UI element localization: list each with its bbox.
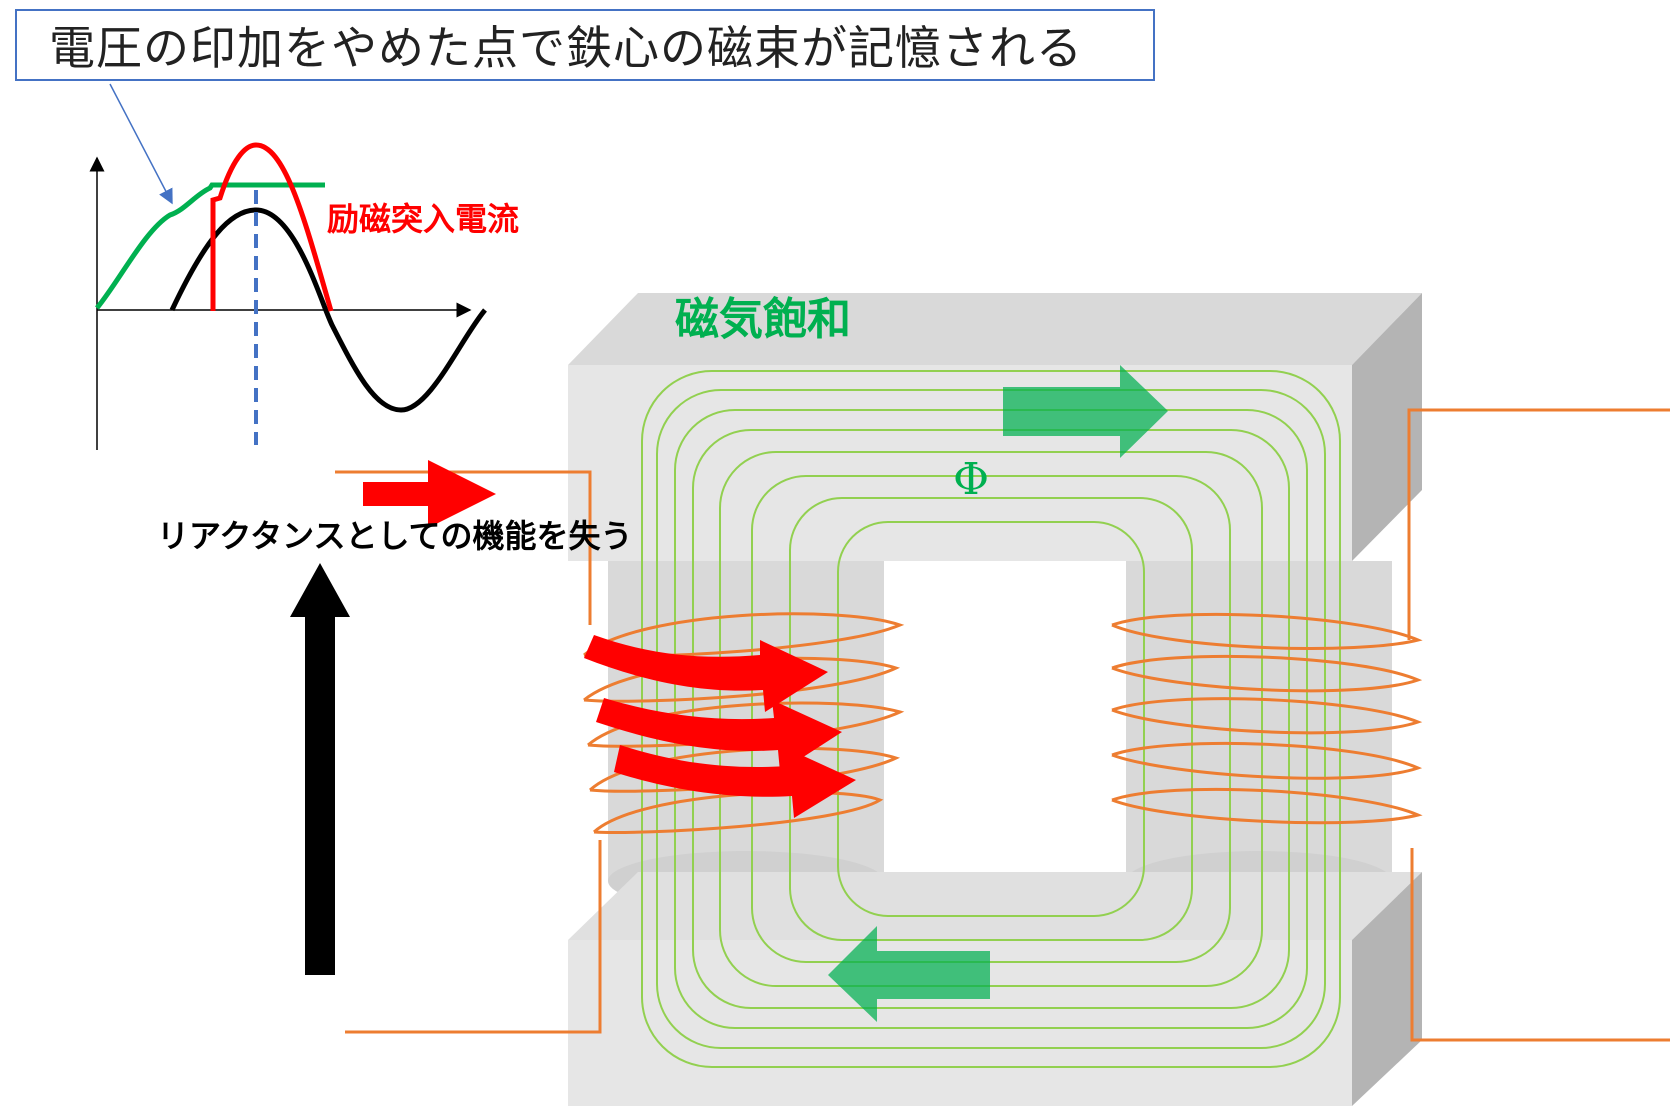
- current-swirl-arrow: [584, 635, 828, 712]
- secondary-lead-top: [1407, 408, 1670, 640]
- flux-symbol-label: Φ: [953, 454, 990, 505]
- top-yoke-side: [1352, 293, 1422, 561]
- coil-turn: [592, 790, 884, 835]
- core-window: [884, 561, 1126, 874]
- callout-box: 電圧の印加をやめた点で鉄心の磁束が記憶される: [15, 9, 1155, 81]
- voltage-sine-curve: [169, 207, 487, 413]
- reactance-loss-label: リアクタンスとしての機能を失う: [157, 517, 633, 555]
- bottom-yoke-side: [1352, 872, 1422, 1106]
- coil-turn: [1111, 787, 1423, 825]
- flux-arrow-right: [1003, 365, 1168, 458]
- current-swirl-arrow: [614, 745, 856, 818]
- inrush-current-arrows: [584, 635, 856, 818]
- primary-lead-bottom: [345, 840, 602, 1034]
- flux-arrow-left: [828, 926, 990, 1022]
- top-yoke-top-face: [568, 293, 1422, 365]
- coil-turn: [1111, 697, 1423, 735]
- reactance-up-arrow: [290, 563, 350, 975]
- current-swirl-arrow: [596, 698, 842, 772]
- waveform-graph: [89, 142, 487, 450]
- callout-pointer-line: [109, 83, 173, 205]
- secondary-coil: [1111, 408, 1670, 1042]
- current-direction-arrow: [363, 460, 496, 528]
- primary-lead-top: [335, 470, 592, 625]
- bottom-yoke-top-face: [568, 872, 1422, 940]
- coil-turn: [1111, 612, 1423, 650]
- flux-curve: [95, 182, 325, 310]
- coil-turn: [1111, 741, 1423, 780]
- secondary-lead-bottom: [1410, 848, 1670, 1042]
- callout-text: 電圧の印加をやめた点で鉄心の磁束が記憶される: [49, 21, 1083, 75]
- coil-turn: [1111, 654, 1423, 693]
- inrush-current-curve: [210, 142, 334, 312]
- inrush-current-label: 励磁突入電流: [327, 200, 520, 238]
- magnetic-saturation-label: 磁気飽和: [675, 294, 851, 345]
